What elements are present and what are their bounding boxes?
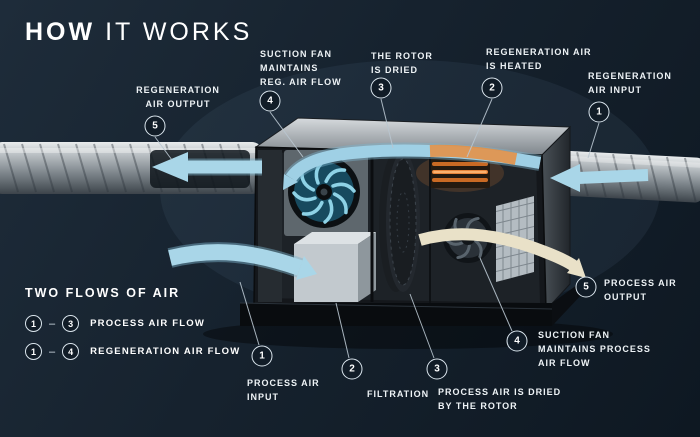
regeneration-output-arrow	[152, 152, 262, 182]
regeneration-input-arrow	[550, 164, 649, 192]
callout-badge-4-suction-fan-process: 4	[506, 330, 528, 352]
legend-row-process-air-flow: 1 – 3 PROCESS AIR FLOW	[25, 315, 240, 332]
airflow-arrows	[152, 142, 649, 280]
callout-badge-2-air-heated: 2	[481, 77, 503, 99]
title-word-it-works: IT WORKS	[105, 18, 253, 46]
callout-label-filtration: FILTRATION	[367, 389, 430, 399]
legend-label-regeneration-air-flow: REGENERATION AIR FLOW	[90, 346, 241, 357]
callout-label-suction-fan-reg: SUCTION FAN MAINTAINS REG. AIR FLOW	[260, 49, 342, 87]
callout-badge-3-process-dried: 3	[426, 358, 448, 380]
callout-badge-5-regeneration-output: 5	[144, 115, 166, 137]
legend-badge-4: 4	[62, 343, 80, 360]
callout-badge-4-suction-fan-reg: 4	[259, 90, 281, 112]
callout-label-process-air-output: PROCESS AIR OUTPUT	[604, 278, 677, 302]
legend: TWO FLOWS OF AIR 1 – 3 PROCESS AIR FLOW …	[25, 286, 240, 371]
callout-badge-5-process-output: 5	[575, 276, 597, 298]
title-word-how: HOW	[25, 18, 96, 46]
page-title: HOW IT WORKS	[25, 18, 252, 47]
legend-badge-1: 1	[25, 315, 42, 332]
callout-label-regeneration-air-heated: REGENERATION AIR IS HEATED	[486, 47, 592, 71]
machine-cabinet	[239, 117, 584, 326]
legend-dash-2: –	[49, 345, 56, 358]
callout-badge-2-filtration: 2	[341, 358, 363, 380]
callout-label-process-air-input: PROCESS AIR INPUT	[247, 378, 320, 402]
legend-title: TWO FLOWS OF AIR	[25, 286, 181, 300]
callout-label-regeneration-air-input: REGENERATION AIR INPUT	[588, 71, 672, 95]
left-duct	[0, 142, 262, 194]
callout-label-suction-fan-process: SUCTION FAN MAINTAINS PROCESS AIR FLOW	[538, 330, 651, 368]
callout-badge-1-process-input: 1	[251, 345, 273, 367]
regeneration-fan	[288, 156, 360, 228]
callout-badge-1-regeneration-input: 1	[588, 101, 610, 123]
leader-lines	[154, 98, 600, 359]
process-output-arrow	[418, 228, 586, 278]
legend-dash: –	[49, 317, 56, 330]
callout-badge-3-rotor-dried: 3	[370, 77, 392, 99]
legend-row-regeneration-air-flow: 1 – 4 REGENERATION AIR FLOW	[25, 343, 240, 360]
legend-badge-3: 3	[62, 315, 80, 332]
callout-label-regeneration-air-output: REGENERATION AIR OUTPUT	[136, 85, 220, 109]
process-input-arrow	[167, 242, 317, 280]
callout-label-process-air-dried: PROCESS AIR IS DRIED BY THE ROTOR	[438, 387, 562, 411]
legend-label-process-air-flow: PROCESS AIR FLOW	[90, 318, 206, 329]
legend-badge-1b: 1	[25, 343, 42, 360]
heater	[416, 154, 504, 192]
regeneration-flow-arrow	[283, 142, 542, 190]
callout-label-rotor-is-dried: THE ROTOR IS DRIED	[371, 51, 433, 75]
rotor	[379, 152, 420, 292]
